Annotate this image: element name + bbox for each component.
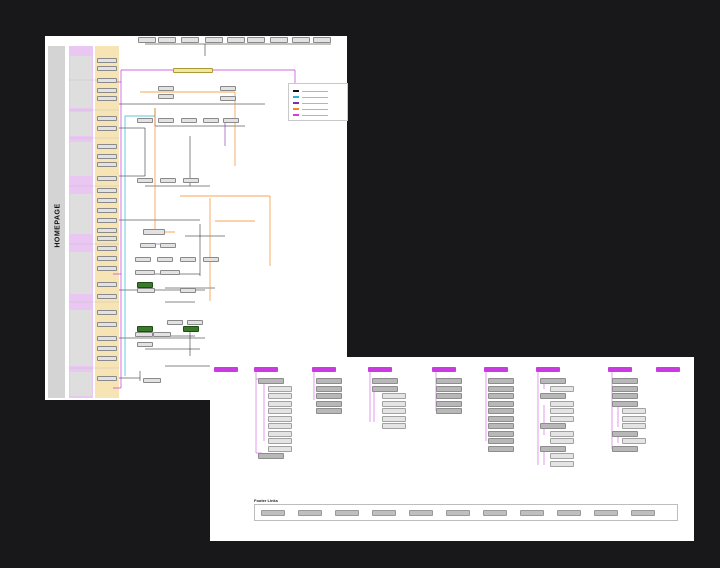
sitemap-page[interactable] <box>316 400 342 407</box>
sitemap-page[interactable] <box>372 385 398 392</box>
sitemap-page[interactable] <box>316 408 342 414</box>
sitemap-subpage[interactable] <box>550 430 574 437</box>
sitemap-subpage[interactable] <box>622 423 646 429</box>
footer-link[interactable] <box>483 510 507 516</box>
footer-link[interactable] <box>298 510 322 516</box>
sitemap-page[interactable] <box>488 378 514 384</box>
homepage-bar: HOMEPAGE <box>48 46 65 398</box>
sitemap-subpage[interactable] <box>268 423 292 429</box>
footer-link[interactable] <box>520 510 544 516</box>
sitemap-subpage[interactable] <box>550 438 574 444</box>
sitemap-section-heading[interactable] <box>368 367 392 372</box>
sitemap-subpage[interactable] <box>622 408 646 414</box>
sitemap-page[interactable] <box>488 385 514 392</box>
sitemap-subpage[interactable] <box>550 385 574 392</box>
sitemap-subpage[interactable] <box>550 400 574 407</box>
sitemap-subpage[interactable] <box>268 408 292 414</box>
sitemap-subpage[interactable] <box>382 423 406 429</box>
sitemap-subpage[interactable] <box>550 460 574 467</box>
sitemap-page[interactable] <box>612 430 638 437</box>
sitemap-subpage[interactable] <box>622 415 646 422</box>
sitemap-subpage[interactable] <box>382 393 406 399</box>
footer-link[interactable] <box>631 510 655 516</box>
flow-diagram-sheet: HOMEPAGE <box>45 36 348 400</box>
footer-link[interactable] <box>335 510 359 516</box>
section-description <box>70 310 92 366</box>
sitemap-page[interactable] <box>488 408 514 414</box>
sitemap-page[interactable] <box>436 385 462 392</box>
sitemap-page[interactable] <box>488 438 514 444</box>
sitemap-subpage[interactable] <box>382 400 406 407</box>
sitemap-page[interactable] <box>316 378 342 384</box>
legend <box>288 83 348 121</box>
sitemap-page[interactable] <box>436 378 462 384</box>
sitemap-section-heading[interactable] <box>312 367 336 372</box>
footer-links-title: Footer Links <box>254 498 279 503</box>
sitemap-page[interactable] <box>540 445 566 452</box>
flow-connectors <box>69 43 331 389</box>
footer-link[interactable] <box>557 510 581 516</box>
sitemap-subpage[interactable] <box>550 453 574 459</box>
sitemap-subpage[interactable] <box>550 408 574 414</box>
sitemap-section-heading[interactable] <box>254 367 278 372</box>
sitemap-subpage[interactable] <box>268 438 292 444</box>
sitemap-subpage[interactable] <box>550 415 574 422</box>
sitemap-page[interactable] <box>540 393 566 399</box>
sitemap-page[interactable] <box>316 385 342 392</box>
sitemap-page[interactable] <box>436 393 462 399</box>
sitemap-page[interactable] <box>612 385 638 392</box>
sitemap-page[interactable] <box>436 408 462 414</box>
sitemap-subpage[interactable] <box>268 400 292 407</box>
footer-links-box <box>254 504 678 521</box>
sitemap-page[interactable] <box>488 393 514 399</box>
sitemap-page[interactable] <box>258 453 284 459</box>
footer-link[interactable] <box>261 510 285 516</box>
sitemap-page[interactable] <box>612 378 638 384</box>
section-description <box>70 252 92 294</box>
sitemap-page[interactable] <box>488 430 514 437</box>
sitemap-sheet: Footer Links <box>210 357 694 541</box>
footer-link[interactable] <box>594 510 618 516</box>
sitemap-page[interactable] <box>488 423 514 429</box>
sitemap-subpage[interactable] <box>268 430 292 437</box>
sitemap-subpage[interactable] <box>268 385 292 392</box>
sitemap-section-heading[interactable] <box>608 367 632 372</box>
sitemap-page[interactable] <box>612 393 638 399</box>
section-description <box>70 112 92 136</box>
sitemap-section-heading[interactable] <box>432 367 456 372</box>
sitemap-subpage[interactable] <box>268 445 292 452</box>
footer-link[interactable] <box>409 510 433 516</box>
sitemap-page[interactable] <box>488 445 514 452</box>
section-description <box>70 82 92 108</box>
section-description <box>70 142 92 176</box>
sitemap-subpage[interactable] <box>268 415 292 422</box>
footer-link[interactable] <box>446 510 470 516</box>
sitemap-page[interactable] <box>612 445 638 452</box>
sitemap-section-heading[interactable] <box>656 367 680 372</box>
section-description <box>70 372 92 396</box>
sitemap-subpage[interactable] <box>622 438 646 444</box>
sitemap-section-heading[interactable] <box>536 367 560 372</box>
sitemap-page[interactable] <box>612 400 638 407</box>
sitemap-subpage[interactable] <box>382 408 406 414</box>
sitemap-page[interactable] <box>372 378 398 384</box>
section-description <box>70 194 92 234</box>
sitemap-page[interactable] <box>540 378 566 384</box>
sitemap-subpage[interactable] <box>382 415 406 422</box>
sitemap-page[interactable] <box>436 400 462 407</box>
sitemap-section-heading[interactable] <box>214 367 238 372</box>
footer-link[interactable] <box>372 510 396 516</box>
sitemap-page[interactable] <box>258 378 284 384</box>
sitemap-subpage[interactable] <box>268 393 292 399</box>
sitemap-page[interactable] <box>488 415 514 422</box>
sitemap-page[interactable] <box>540 423 566 429</box>
sitemap-page[interactable] <box>488 400 514 407</box>
sitemap-section-heading[interactable] <box>484 367 508 372</box>
sitemap-page[interactable] <box>316 393 342 399</box>
